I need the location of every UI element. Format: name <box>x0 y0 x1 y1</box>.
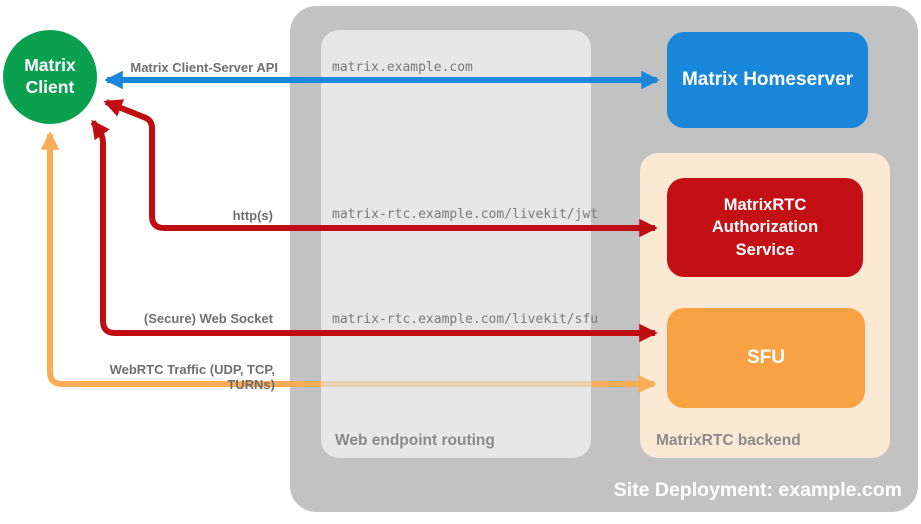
matrixrtc-authorization-service-node: MatrixRTC Authorization Service <box>667 178 863 277</box>
sfu-node: SFU <box>667 308 865 408</box>
matrix-client-node: Matrix Client <box>3 30 97 124</box>
matrix-homeserver-node: Matrix Homeserver <box>667 32 868 128</box>
web-endpoint-routing-container: matrix.example.com matrix-rtc.example.co… <box>321 30 598 458</box>
webrtc-traffic-faint-segment <box>321 381 591 387</box>
endpoint-matrix-example-com: matrix.example.com <box>332 60 473 75</box>
web-endpoint-routing-label: Web endpoint routing <box>335 432 495 449</box>
matrix-client-server-api-label: Matrix Client-Server API <box>130 60 278 75</box>
site-deployment-label: Site Deployment: example.com <box>613 479 902 501</box>
https-label: http(s) <box>232 208 273 223</box>
endpoint-livekit-sfu: matrix-rtc.example.com/livekit/sfu <box>332 312 599 327</box>
matrixrtc-backend-label: MatrixRTC backend <box>656 432 801 449</box>
endpoint-livekit-jwt: matrix-rtc.example.com/livekit/jwt <box>332 207 599 222</box>
secure-web-socket-label: (Secure) Web Socket <box>143 311 273 326</box>
webrtc-traffic-label: WebRTC Traffic (UDP, TCP, TURNs) <box>109 362 275 392</box>
